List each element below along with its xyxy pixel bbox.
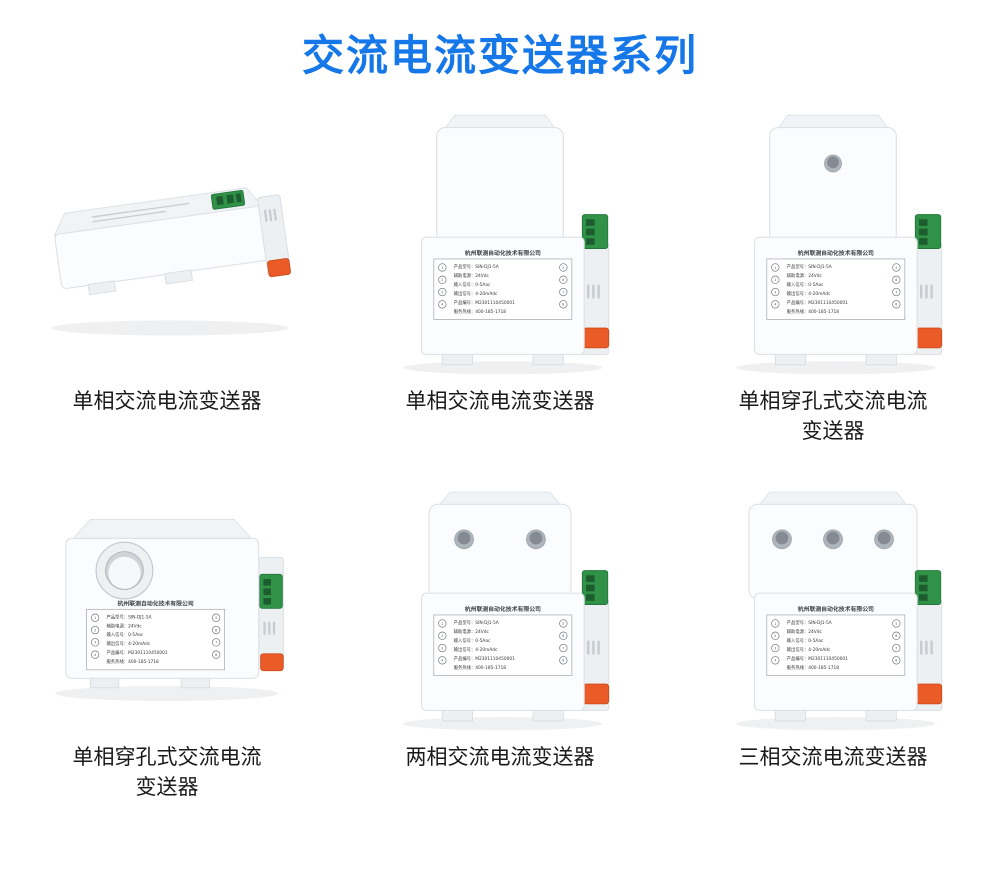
product-caption: 单相交流电流变送器: [72, 390, 262, 413]
device-illustration: [677, 491, 989, 743]
product-image-din-horizontal: [11, 95, 323, 387]
device-illustration: [51, 187, 291, 336]
device-illustration: [344, 491, 656, 743]
through-hole: [823, 529, 843, 550]
vent-slots: [263, 621, 276, 635]
top-print-lines: [91, 202, 190, 223]
mount-foot: [87, 280, 117, 296]
device-illustration: [55, 519, 284, 701]
product-card: 单相穿孔式交流电流 变送器: [1, 451, 334, 807]
product-image-through-hole-vertical: [677, 95, 989, 387]
sensor-box: [769, 114, 897, 244]
through-hole: [454, 529, 474, 550]
mount-foot: [164, 269, 194, 285]
through-hole: [95, 541, 154, 600]
product-caption: 单相穿孔式交流电流 变送器: [72, 746, 262, 800]
sensor-box: [428, 491, 572, 600]
product-caption: 单相交流电流变送器: [405, 390, 595, 413]
product-card: 单相穿孔式交流电流 变送器: [667, 95, 1000, 451]
device-shadow: [51, 320, 289, 336]
vent-slots: [263, 208, 277, 223]
page: 交流电流变送器系列: [0, 22, 1000, 876]
device-shadow: [55, 685, 279, 701]
through-hole: [824, 154, 842, 173]
product-caption: 三相交流电流变送器: [738, 746, 928, 769]
product-image-three-phase: [677, 451, 989, 743]
din-clip: [267, 258, 291, 278]
product-card: 单相交流电流变送器: [1, 95, 334, 451]
device-illustration: [344, 114, 656, 387]
through-hole: [874, 529, 894, 550]
terminal-block: [210, 189, 246, 210]
product-card: 单相交流电流变送器: [334, 95, 667, 451]
product-card: 两相交流电流变送器: [334, 451, 667, 807]
product-grid: 单相交流电流变送器 单相交流电流变送器: [0, 95, 1000, 807]
through-hole: [772, 529, 792, 550]
product-image-two-phase: [344, 451, 656, 743]
sensor-box: [436, 114, 564, 244]
product-caption: 两相交流电流变送器: [405, 746, 595, 769]
page-title: 交流电流变送器系列: [301, 32, 698, 79]
module-top-face: [72, 519, 253, 539]
sensor-box: [748, 491, 918, 600]
product-caption: 单相穿孔式交流电流 变送器: [738, 390, 928, 444]
product-image-through-hole-horizontal: [11, 451, 323, 743]
product-card: 三相交流电流变送器: [667, 451, 1000, 807]
terminal-block: [259, 573, 283, 609]
device-illustration: [677, 114, 989, 387]
through-hole: [526, 529, 546, 550]
product-image-single-phase-box: [344, 95, 656, 387]
din-clip: [260, 653, 284, 672]
